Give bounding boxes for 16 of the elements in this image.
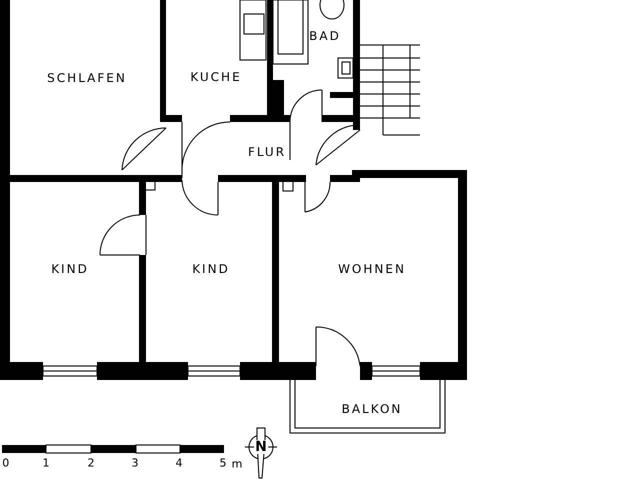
room-label: BAD <box>309 30 341 42</box>
room-label: FLUR <box>248 146 286 158</box>
room-label: BALKON <box>342 403 402 415</box>
room-label: KIND <box>192 263 230 275</box>
room-label: WOHNEN <box>338 263 406 275</box>
scale-tick-label: 1 <box>42 458 50 468</box>
scale-tick-label: 5 <box>220 458 226 468</box>
scale-tick-label: 4 <box>176 458 182 468</box>
scale-tick-label: 0 <box>2 458 10 468</box>
room-label: SCHLAFEN <box>47 72 127 84</box>
room-label: KUCHE <box>190 71 242 83</box>
scale-unit-label: m <box>232 458 242 470</box>
scale-tick-label: 2 <box>88 458 94 468</box>
north-label: N <box>254 440 268 454</box>
room-label: KIND <box>51 263 89 275</box>
scale-tick-label: 3 <box>132 458 138 468</box>
